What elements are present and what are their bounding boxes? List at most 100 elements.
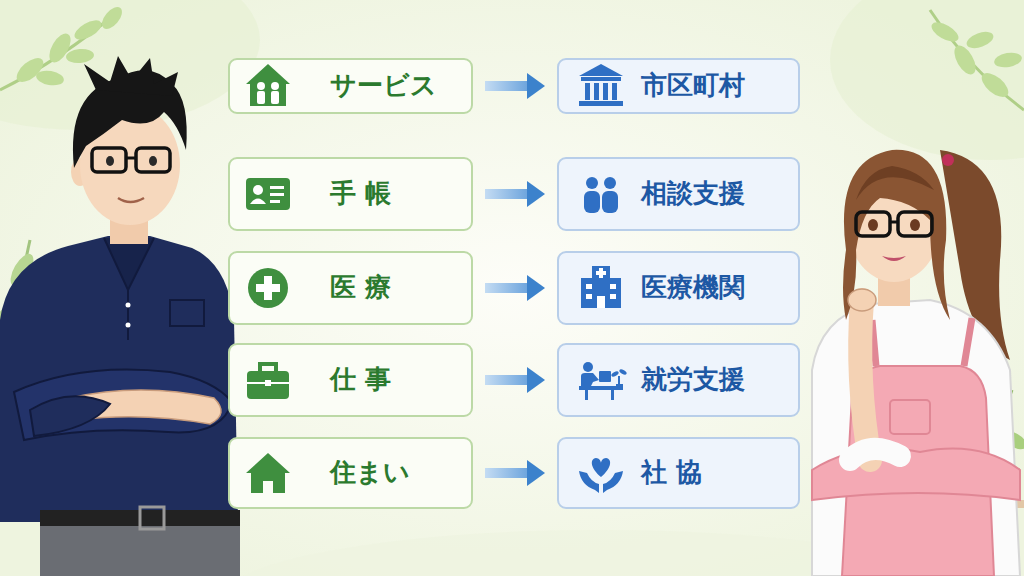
hospital-icon (586, 284, 592, 289)
hospital-icon (581, 266, 621, 308)
hospital-icon (610, 284, 616, 289)
category-box: 仕 事 (228, 343, 473, 417)
briefcase-icon (247, 382, 289, 384)
woman-figure (898, 212, 932, 236)
leaves-top-left (72, 16, 105, 43)
woman-figure (850, 449, 900, 460)
man-figure (126, 157, 136, 160)
woman-figure (882, 256, 906, 261)
woman-figure (868, 219, 878, 231)
man-figure (136, 148, 170, 172)
medical-cross-icon (248, 268, 288, 308)
woman-figure (856, 212, 890, 236)
man-figure (126, 323, 131, 328)
destination-box: 社 協 (557, 437, 800, 509)
work-desk-icon (585, 390, 588, 400)
woman-figure (942, 154, 954, 166)
house-people-icon (271, 91, 279, 104)
house-icon (246, 453, 290, 493)
woman-figure (856, 166, 934, 200)
box-label: 仕 事 (330, 364, 391, 395)
box-label: 就労支援 (641, 364, 745, 395)
city-hall-icon (581, 77, 621, 81)
two-people-icon (584, 177, 618, 213)
box-label: 住まい (330, 457, 410, 488)
heart-hands-icon (592, 458, 610, 477)
work-desk-icon (611, 390, 614, 400)
medical-cross-icon (256, 284, 280, 292)
id-card-icon (270, 186, 284, 189)
destination-box: 市区町村 (557, 58, 800, 114)
city-hall-icon (579, 101, 623, 106)
man-figure (127, 290, 129, 340)
flow-arrow (485, 189, 527, 199)
man-figure (140, 507, 164, 529)
two-people-icon (604, 177, 616, 189)
work-desk-icon (611, 370, 620, 377)
id-card-icon (246, 178, 290, 210)
box-label: 医 療 (330, 272, 391, 303)
work-desk-icon (618, 376, 620, 386)
man-figure (170, 300, 204, 326)
destination-box: 医療機関 (557, 251, 800, 325)
city-hall-icon (603, 83, 608, 100)
heart-hands-icon (579, 458, 623, 493)
city-hall-icon (594, 83, 599, 100)
man-figure (92, 148, 126, 172)
man-figure (118, 198, 144, 202)
flow-arrow (485, 375, 527, 385)
work-desk-icon (619, 368, 628, 375)
woman-figure (860, 300, 870, 460)
work-desk-icon (579, 362, 627, 400)
hospital-icon (610, 294, 616, 299)
woman-figure (910, 219, 920, 231)
heart-hands-icon (603, 471, 623, 493)
woman-figure (890, 400, 930, 434)
leaves-top-right (929, 18, 962, 45)
flow-arrow (485, 468, 527, 478)
two-people-icon (586, 177, 598, 189)
woman-figure (848, 289, 876, 311)
hospital-icon (581, 278, 621, 308)
leaves-top-right (964, 29, 995, 52)
destination-box: 相談支援 (557, 157, 800, 231)
hospital-icon (599, 268, 603, 278)
work-desk-icon (616, 384, 623, 390)
house-people-icon (271, 82, 279, 90)
briefcase-icon (260, 364, 276, 372)
briefcase-icon (247, 364, 289, 399)
medical-cross-icon (264, 276, 272, 300)
destination-box: 就労支援 (557, 343, 800, 417)
leaves-top-right (929, 10, 1024, 110)
leaves-top-right (978, 69, 1013, 102)
house-people-icon (257, 82, 265, 90)
hospital-icon (596, 271, 606, 275)
leaves-top-left (65, 48, 94, 64)
hospital-icon (597, 296, 605, 308)
man-figure (104, 238, 154, 290)
medical-cross-icon (248, 268, 288, 308)
id-card-icon (246, 178, 290, 210)
man-figure (30, 396, 110, 436)
category-box: サービス (228, 58, 473, 114)
id-card-icon (253, 185, 263, 195)
city-hall-icon (585, 83, 590, 100)
woman-figure (812, 150, 1020, 576)
man-figure (84, 56, 178, 96)
id-card-icon (270, 193, 284, 196)
leaves-top-left (98, 4, 125, 33)
house-people-icon (246, 64, 290, 106)
box-label: 手 帳 (330, 178, 391, 209)
woman-figure (843, 150, 950, 320)
man-figure (106, 156, 114, 166)
man-figure (0, 236, 238, 522)
flow-arrow (485, 283, 527, 293)
woman-figure (872, 318, 972, 366)
hospital-icon (592, 266, 610, 280)
id-card-icon (250, 199, 266, 205)
heart-hands-icon (579, 471, 599, 493)
house-icon (246, 453, 290, 493)
category-box: 住まい (228, 437, 473, 509)
